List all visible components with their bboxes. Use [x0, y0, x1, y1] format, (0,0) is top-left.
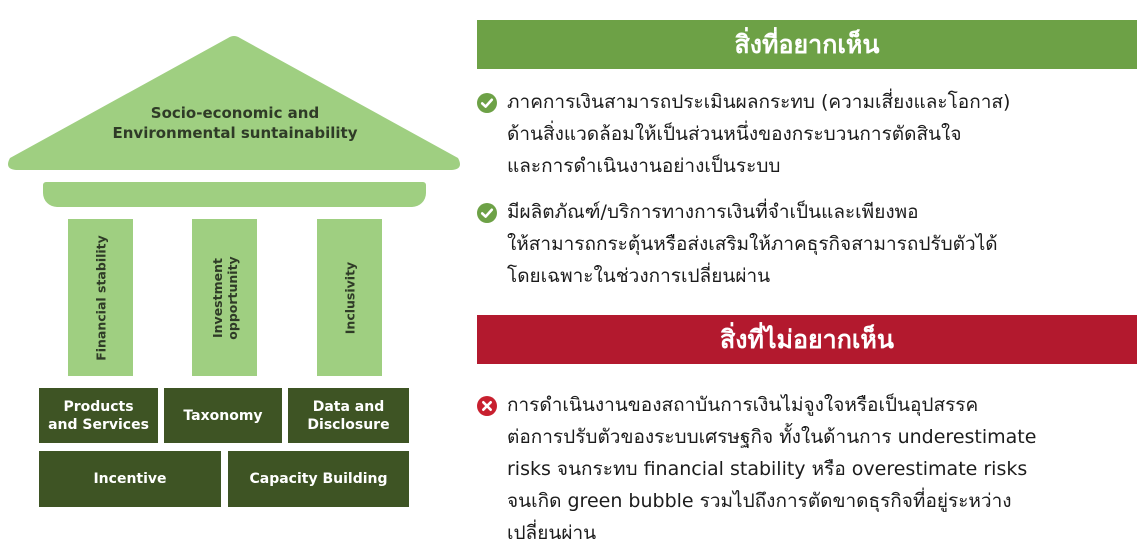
pillar-label: Inclusivity — [342, 261, 357, 334]
foundation-taxonomy: Taxonomy — [164, 388, 282, 443]
x-circle-icon — [477, 396, 497, 416]
pillar-inclusivity: Inclusivity — [317, 219, 382, 376]
foundation-capacity-building: Capacity Building — [228, 451, 409, 507]
roof-label: Socio-economic and Environmental suntain… — [60, 103, 410, 143]
want-item-text: ภาคการเงินสามารถประเมินผลกระทบ (ความเสี่… — [507, 91, 1011, 177]
check-circle-icon — [477, 203, 497, 223]
dont-want-item: การดำเนินงานของสถาบันการเงินไม่จูงใจหรือ… — [477, 389, 1145, 549]
roof-shape — [8, 36, 460, 170]
pillar-label: Investment opportunity — [209, 255, 240, 340]
foundation-data-and-disclosure: Data and Disclosure — [288, 388, 409, 443]
roof-label-line1: Socio-economic and — [150, 104, 320, 122]
want-heading: สิ่งที่อยากเห็น — [477, 20, 1137, 69]
check-circle-icon — [477, 93, 497, 113]
pillars-diagram: Socio-economic and Environmental suntain… — [0, 0, 470, 552]
pillar-label: Financial stability — [93, 234, 108, 361]
roof-label-line2: Environmental suntainability — [112, 124, 358, 142]
want-item: ภาคการเงินสามารถประเมินผลกระทบ (ความเสี่… — [477, 86, 1145, 182]
want-item: มีผลิตภัณฑ์/บริการทางการเงินที่จำเป็นและ… — [477, 196, 1145, 292]
roof-beam — [43, 182, 426, 207]
pillar-investment-opportunity: Investment opportunity — [192, 219, 257, 376]
foundation-incentive: Incentive — [39, 451, 221, 507]
dont-want-item-text: การดำเนินงานของสถาบันการเงินไม่จูงใจหรือ… — [507, 394, 1037, 544]
want-item-text: มีผลิตภัณฑ์/บริการทางการเงินที่จำเป็นและ… — [507, 201, 998, 287]
pillar-financial-stability: Financial stability — [68, 219, 133, 376]
foundation-products-and-services: Products and Services — [39, 388, 158, 443]
dont-want-heading: สิ่งที่ไม่อยากเห็น — [477, 315, 1137, 364]
